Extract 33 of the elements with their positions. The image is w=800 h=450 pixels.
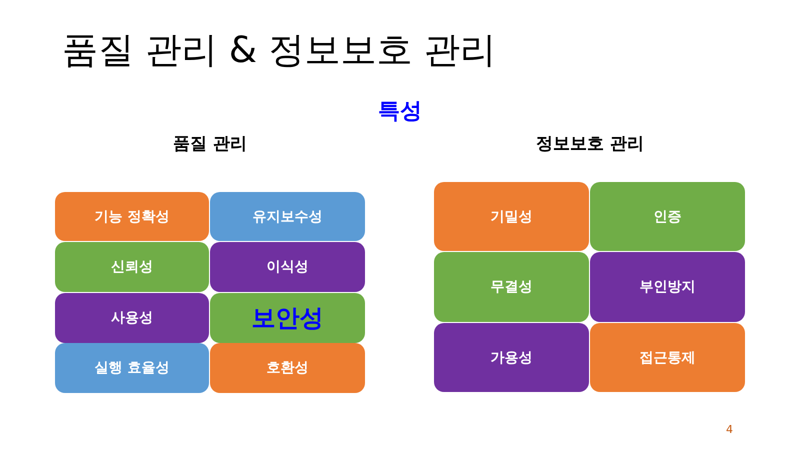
attribute-label: 가용성 (490, 348, 532, 366)
attribute-label: 인증 (654, 208, 682, 226)
attribute-label: 무결성 (490, 278, 532, 296)
attribute-box (210, 293, 365, 343)
slide-title: 품질 관리 & 정보보호 관리 (62, 29, 496, 73)
attribute-box (55, 343, 209, 393)
attribute-label: 보안성 (252, 303, 324, 334)
attribute-box (434, 252, 589, 322)
attribute-box (434, 323, 589, 392)
attribute-box (590, 252, 745, 322)
attribute-box (210, 343, 365, 393)
attribute-box (434, 182, 589, 251)
attribute-label: 기밀성 (490, 208, 532, 226)
attribute-box (210, 242, 365, 292)
attribute-box (55, 192, 209, 241)
attribute-label: 실행 효율성 (94, 359, 170, 377)
attribute-box (55, 293, 209, 343)
page-number: 4 (726, 423, 733, 436)
section-heading: 특성 (377, 98, 423, 126)
attribute-label: 접근통제 (640, 348, 696, 366)
attribute-box (590, 182, 745, 251)
attribute-label: 기능 정확성 (94, 208, 170, 226)
attribute-label: 이식성 (266, 258, 308, 276)
attribute-box (590, 323, 745, 392)
attribute-label: 신뢰성 (111, 258, 153, 276)
column-heading: 정보보호 관리 (535, 133, 645, 155)
attribute-label: 호환성 (266, 359, 308, 377)
column-heading: 품질 관리 (172, 133, 248, 155)
attribute-label: 사용성 (111, 309, 153, 327)
attribute-label: 부인방지 (640, 278, 696, 296)
attribute-box (210, 192, 365, 241)
attribute-label: 유지보수성 (252, 208, 322, 226)
attribute-box (55, 242, 209, 292)
